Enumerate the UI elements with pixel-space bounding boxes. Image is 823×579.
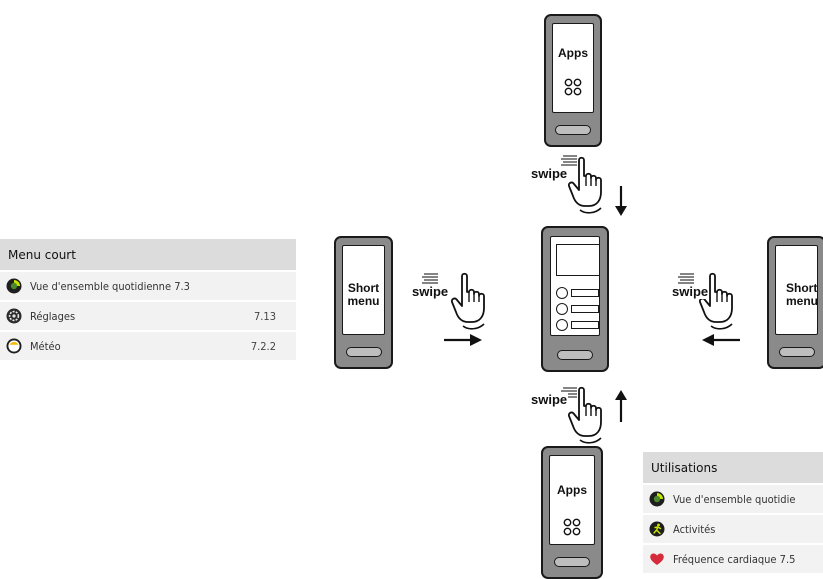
menu-court-row-settings[interactable]: Réglages 7.13 — [0, 300, 296, 330]
home-button — [557, 350, 593, 360]
utilisations-row-heart-rate[interactable]: Fréquence cardiaque 7.5 — [643, 543, 823, 573]
menu-court-row-weather[interactable]: Météo 7.2.2 — [0, 330, 296, 360]
phone-screen: Apps — [552, 23, 594, 113]
watch-list-item — [556, 287, 602, 299]
phone-center-home — [541, 226, 609, 372]
apps-grid-icon — [563, 518, 581, 536]
home-button — [778, 347, 815, 357]
menu-court-title: Menu court — [0, 239, 296, 270]
menu-court-ref: 7.2.2 — [250, 339, 276, 353]
home-button — [555, 125, 591, 135]
phone-screen-label: Short — [786, 281, 818, 295]
utilisations-label: Fréquence cardiaque 7.5 — [673, 552, 796, 566]
phone-screen-label: Short — [347, 281, 380, 295]
phone-screen-label: menu — [786, 294, 819, 308]
daily-overview-icon — [6, 278, 22, 294]
list-bullet-icon — [556, 319, 568, 331]
daily-overview-icon — [649, 491, 665, 507]
utilisations-row-activities[interactable]: Activités — [643, 513, 823, 543]
heart-icon — [650, 553, 664, 565]
utilisations-label: Activités — [673, 522, 716, 536]
phone-screen — [550, 236, 600, 336]
phone-screen: Short menu — [342, 245, 385, 335]
watch-face-widget — [556, 244, 600, 276]
gear-icon — [6, 308, 22, 324]
list-bullet-icon — [556, 287, 568, 299]
phone-bottom-apps: Apps — [541, 446, 603, 579]
swipe-label-right: swipe — [671, 284, 710, 299]
swipe-right-gesture-icon — [421, 272, 485, 346]
utilisations-title: Utilisations — [643, 452, 823, 483]
phone-top-apps: Apps — [544, 14, 602, 147]
menu-court-row-daily-overview[interactable]: Vue d'ensemble quotidienne 7.3 — [0, 270, 296, 300]
phone-screen: Short menu — [775, 245, 818, 335]
swipe-label-top: swipe — [530, 166, 569, 181]
phone-screen: Apps — [549, 455, 595, 545]
list-bar — [571, 305, 599, 313]
swipe-up-gesture-icon — [560, 386, 627, 444]
menu-court-table: Menu court Vue d'ensemble quotidienne 7.… — [0, 239, 296, 360]
list-bar — [571, 289, 599, 297]
swipe-label-bottom: swipe — [530, 392, 569, 407]
swipe-left-gesture-icon — [677, 272, 740, 346]
menu-court-label: Vue d'ensemble quotidienne 7.3 — [30, 279, 190, 293]
watch-list-item — [556, 303, 602, 315]
running-icon — [649, 521, 665, 537]
menu-court-label: Réglages — [30, 309, 76, 323]
phone-left-short-menu: Short menu — [334, 236, 393, 369]
utilisations-label: Vue d'ensemble quotidie — [673, 492, 796, 506]
menu-court-label: Météo — [30, 339, 61, 353]
home-button — [345, 347, 382, 357]
phone-right-short-menu: Short menu — [767, 236, 823, 369]
weather-icon — [6, 338, 22, 354]
apps-grid-icon — [564, 78, 582, 96]
utilisations-row-daily-overview[interactable]: Vue d'ensemble quotidie — [643, 483, 823, 513]
utilisations-table: Utilisations Vue d'ensemble quotidie Act… — [643, 452, 823, 573]
list-bar — [571, 321, 599, 329]
phone-screen-label: Apps — [558, 46, 588, 60]
menu-court-ref: 7.13 — [253, 309, 276, 323]
phone-screen-label: Apps — [557, 483, 587, 497]
swipe-down-gesture-icon — [560, 155, 627, 216]
swipe-label-left: swipe — [411, 284, 450, 299]
list-bullet-icon — [556, 303, 568, 315]
watch-list-item — [556, 319, 602, 331]
phone-screen-label: menu — [347, 294, 380, 308]
home-button — [554, 557, 590, 567]
